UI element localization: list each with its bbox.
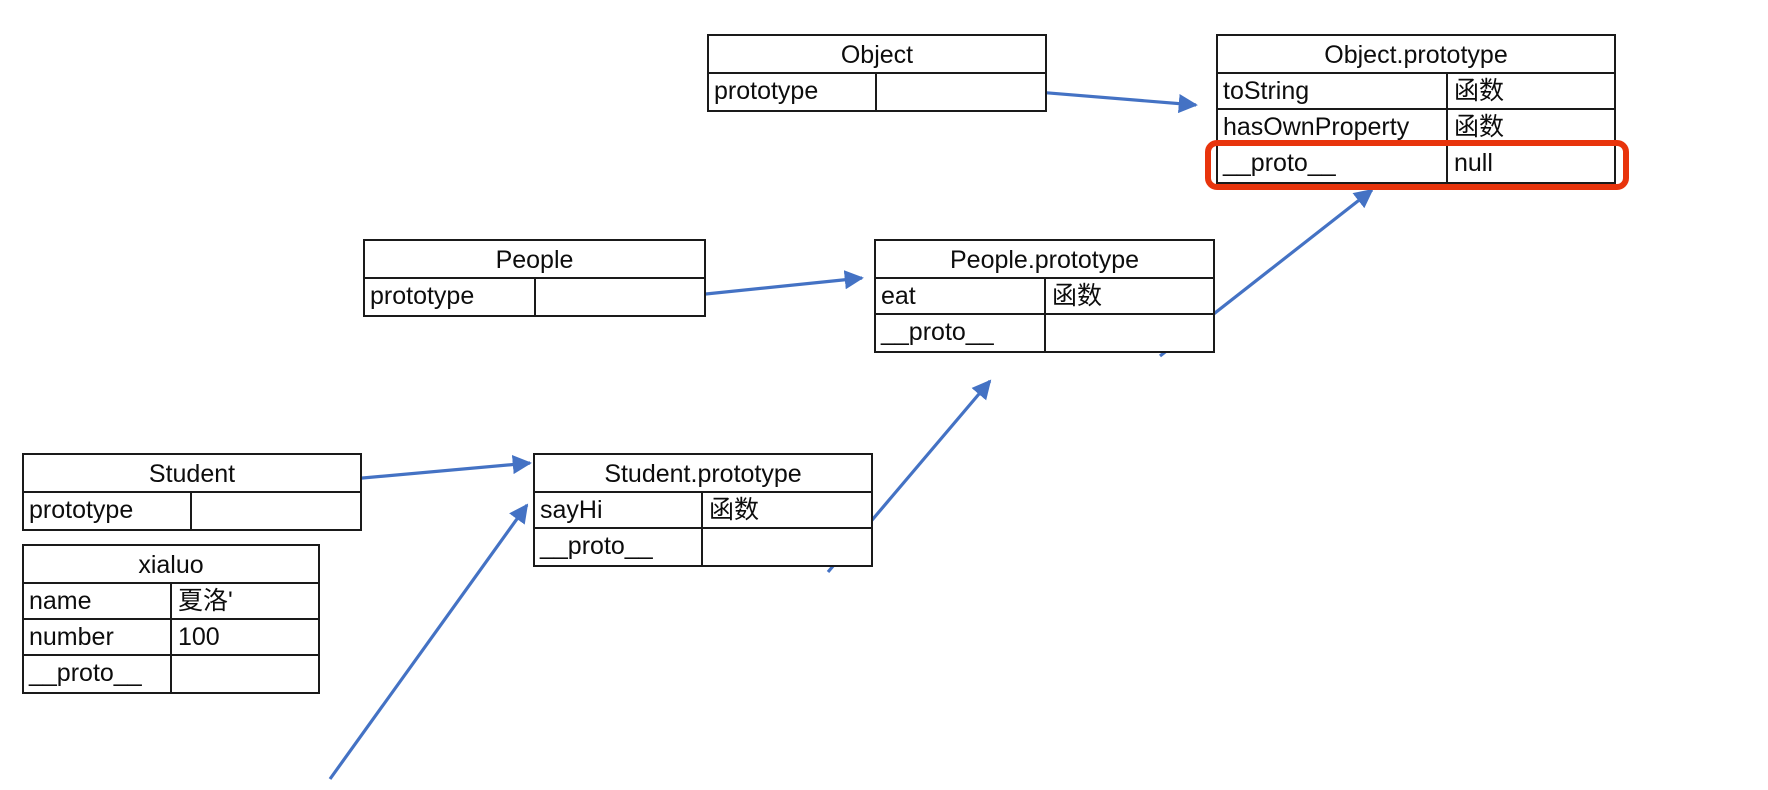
cell-key-number: number <box>24 620 172 654</box>
arrow-xialuo-proto-to-student-prototype <box>328 503 529 780</box>
cell-value-name: 夏洛' <box>178 587 233 615</box>
table-row[interactable]: toString 函数 <box>1218 74 1614 110</box>
cell-value-prototype <box>536 279 704 315</box>
box-xialuo-title: xialuo <box>24 546 318 584</box>
table-row[interactable]: eat 函数 <box>876 279 1213 315</box>
table-row[interactable]: __proto__ <box>535 529 871 565</box>
table-row[interactable]: prototype <box>365 279 704 315</box>
cell-key-hasownproperty: hasOwnProperty <box>1218 110 1448 144</box>
cell-key-proto: __proto__ <box>24 656 172 692</box>
cell-value-sayhi: 函数 <box>709 496 760 524</box>
cell-key-sayhi: sayHi <box>535 493 703 527</box>
table-row[interactable]: __proto__ <box>876 315 1213 351</box>
table-row[interactable]: prototype <box>709 74 1045 110</box>
box-people[interactable]: People prototype <box>363 239 706 317</box>
cell-value-proto-null: null <box>1454 149 1493 177</box>
box-student-prototype-title: Student.prototype <box>535 455 871 493</box>
cell-value-tostring: 函数 <box>1454 77 1505 105</box>
table-row[interactable]: __proto__ null <box>1218 146 1614 182</box>
table-row[interactable]: hasOwnProperty 函数 <box>1218 110 1614 146</box>
box-people-prototype-title: People.prototype <box>876 241 1213 279</box>
box-student[interactable]: Student prototype <box>22 453 362 531</box>
cell-key-name: name <box>24 584 172 618</box>
box-object-prototype[interactable]: Object.prototype toString 函数 hasOwnPrope… <box>1216 34 1616 184</box>
cell-value-eat: 函数 <box>1052 282 1103 310</box>
cell-value-proto <box>172 656 318 692</box>
box-object[interactable]: Object prototype <box>707 34 1047 112</box>
box-object-title: Object <box>709 36 1045 74</box>
box-people-prototype[interactable]: People.prototype eat 函数 __proto__ <box>874 239 1215 353</box>
cell-value-prototype <box>192 493 360 529</box>
table-row[interactable]: number 100 <box>24 620 318 656</box>
table-row[interactable]: sayHi 函数 <box>535 493 871 529</box>
cell-value-proto <box>703 529 871 565</box>
cell-key-eat: eat <box>876 279 1046 313</box>
cell-key-prototype: prototype <box>709 74 877 110</box>
cell-value-hasownproperty: 函数 <box>1454 113 1505 141</box>
box-student-title: Student <box>24 455 360 493</box>
cell-key-proto: __proto__ <box>535 529 703 565</box>
table-row[interactable]: name 夏洛' <box>24 584 318 620</box>
box-object-prototype-title: Object.prototype <box>1218 36 1614 74</box>
cell-key-tostring: toString <box>1218 74 1448 108</box>
table-row[interactable]: __proto__ <box>24 656 318 692</box>
box-student-prototype[interactable]: Student.prototype sayHi 函数 __proto__ <box>533 453 873 567</box>
box-people-title: People <box>365 241 704 279</box>
cell-value-proto <box>1046 315 1213 351</box>
cell-key-proto: __proto__ <box>876 315 1046 351</box>
table-row[interactable]: prototype <box>24 493 360 529</box>
cell-value-number: 100 <box>178 623 220 651</box>
cell-key-proto: __proto__ <box>1218 146 1448 182</box>
cell-value-prototype <box>877 74 1045 110</box>
cell-key-prototype: prototype <box>365 279 536 315</box>
cell-key-prototype: prototype <box>24 493 192 529</box>
box-xialuo[interactable]: xialuo name 夏洛' number 100 __proto__ <box>22 544 320 694</box>
